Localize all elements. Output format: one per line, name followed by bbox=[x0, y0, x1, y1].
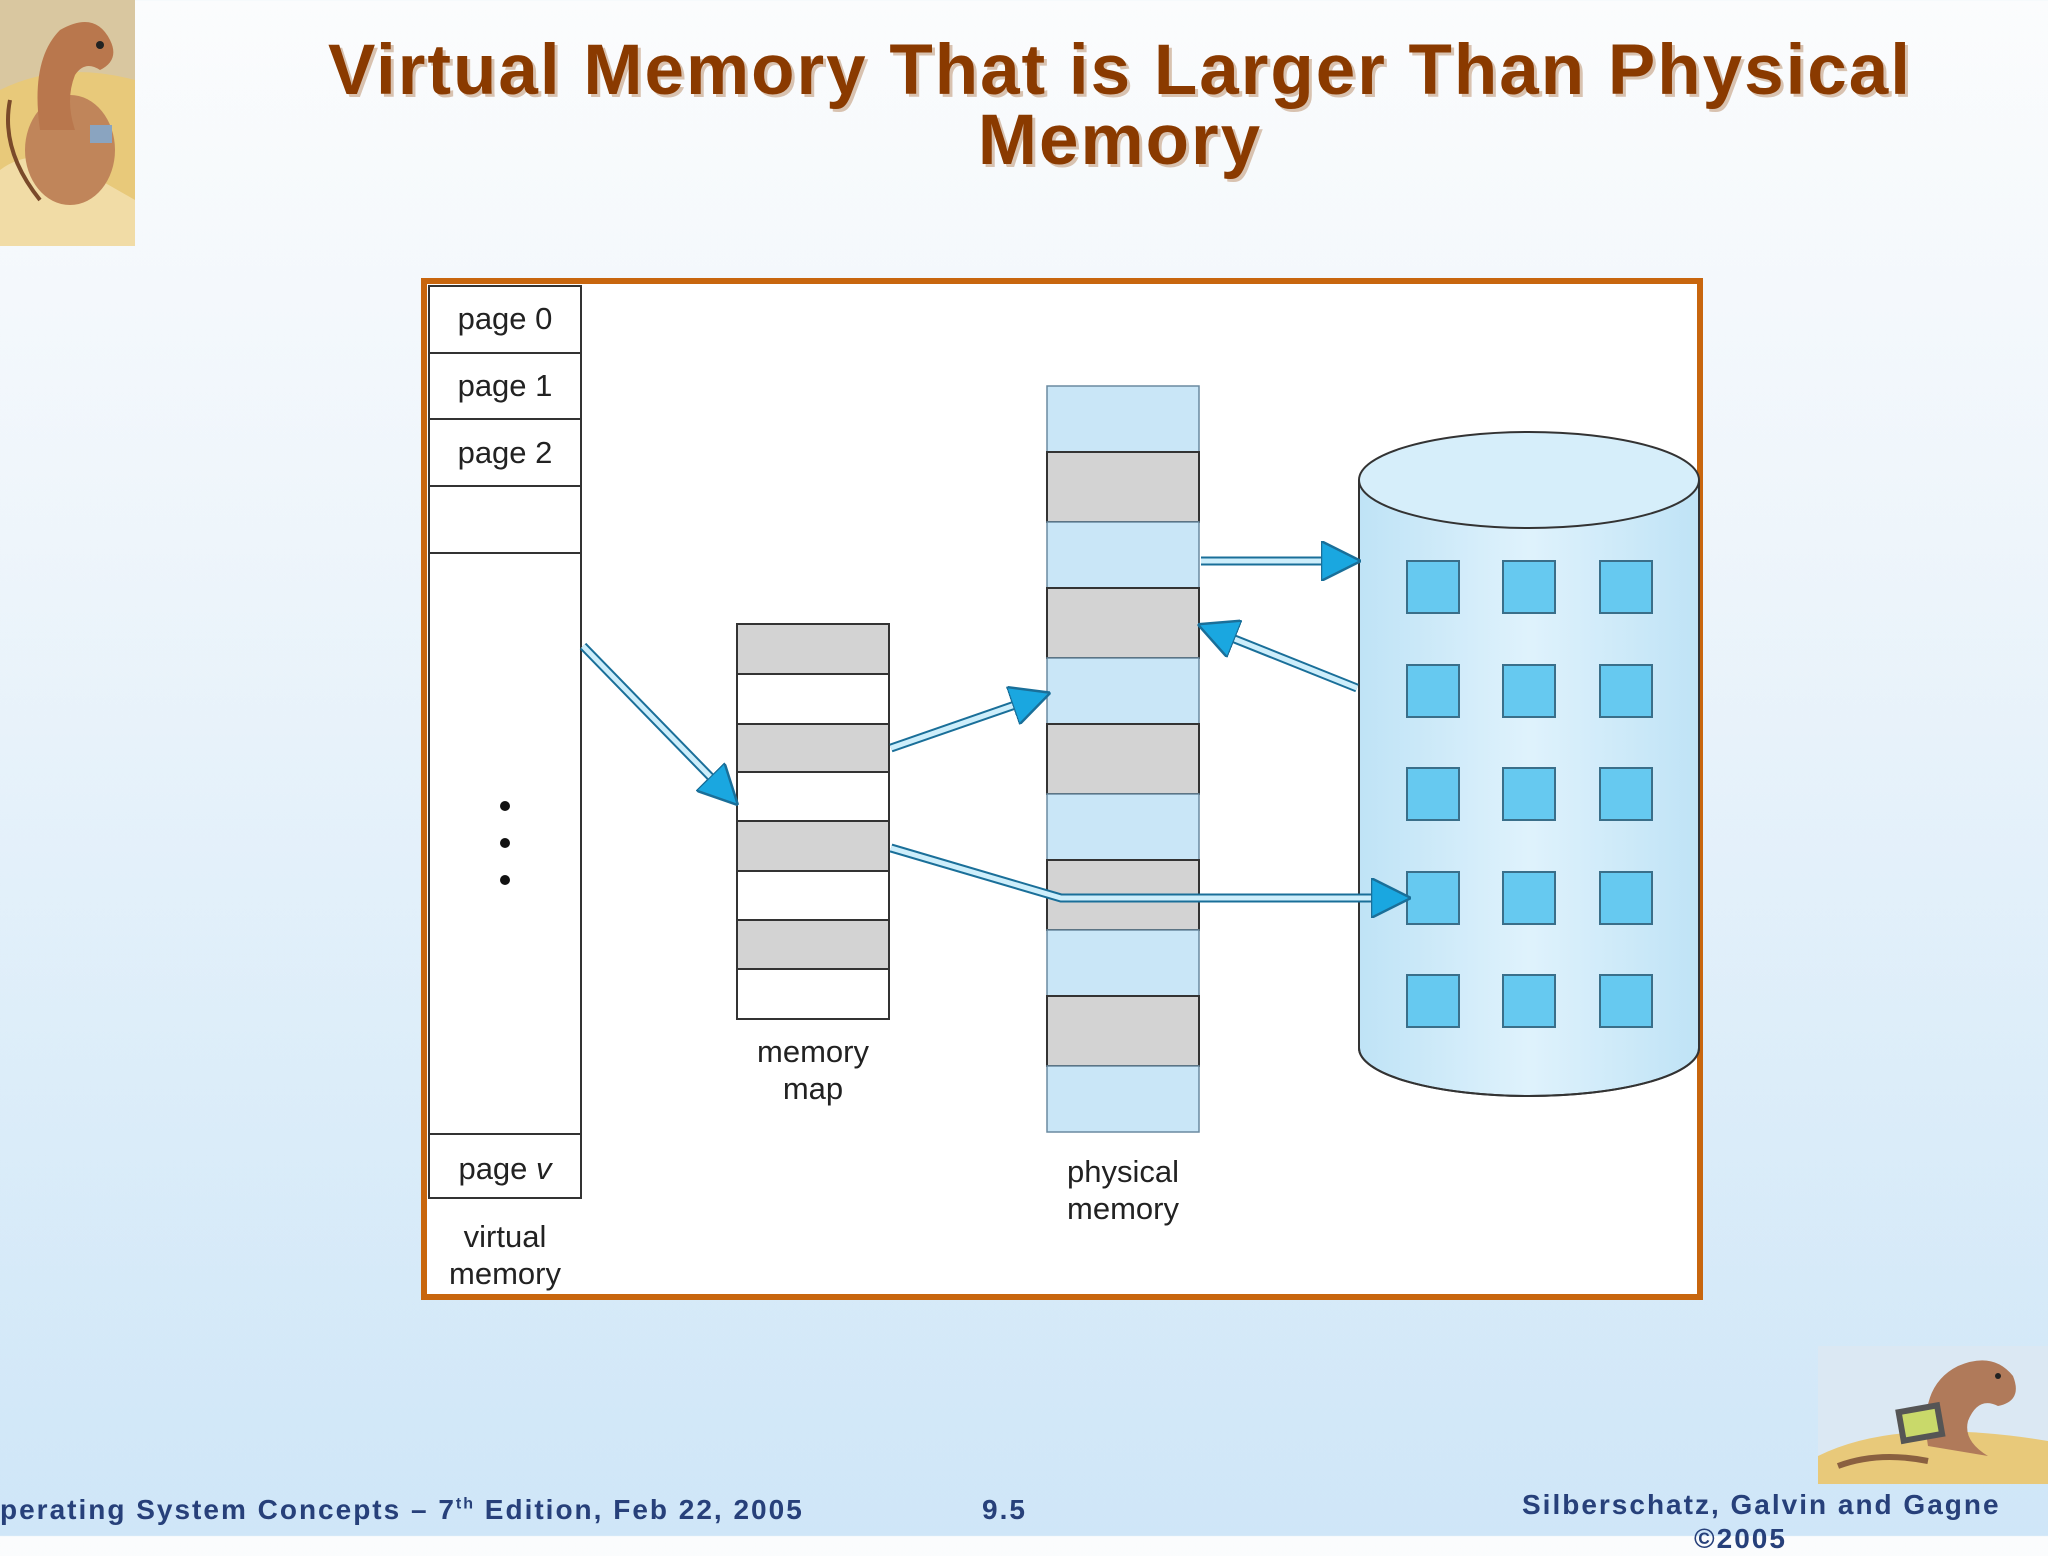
footer-authors: Silberschatz, Galvin and Gagne ©2005 bbox=[1522, 1488, 2022, 1554]
memory-map-label-line1: memory bbox=[757, 1034, 869, 1069]
virtual-memory-label-line2: memory bbox=[449, 1256, 561, 1291]
mapping-arrows bbox=[579, 561, 1401, 898]
footer-page-number: 9.5 bbox=[982, 1494, 1027, 1525]
virtual-page-0-label: page 0 bbox=[458, 301, 553, 336]
footer-book-title-text: perating System Concepts – 7 bbox=[0, 1494, 456, 1525]
arrow-map-to-physical bbox=[890, 696, 1041, 751]
virtual-memory-diagram: page 0 page 1 page 2 page v virtual memo… bbox=[428, 285, 1700, 1291]
physical-memory-column: physical memory bbox=[1046, 385, 1200, 1226]
virtual-page-v-label: page v bbox=[458, 1151, 553, 1186]
memory-map-column: memory map bbox=[736, 623, 890, 1106]
memory-map-label-line2: map bbox=[783, 1071, 843, 1106]
virtual-page-2-label: page 2 bbox=[458, 435, 553, 470]
arrow-disk-to-physical bbox=[1207, 628, 1358, 691]
slide-title: Virtual Memory That is Larger Than Physi… bbox=[327, 31, 1913, 180]
footer-book-title-rest: Edition, Feb 22, 2005 bbox=[475, 1494, 804, 1525]
ellipsis-dot bbox=[500, 875, 510, 885]
ellipsis-dot bbox=[500, 801, 510, 811]
footer-authors-line1: Silberschatz, Galvin and Gagne bbox=[1522, 1489, 2001, 1520]
physical-memory-label-line2: memory bbox=[1067, 1191, 1179, 1226]
arrow-map-to-disk bbox=[890, 845, 1401, 898]
disk-blocks bbox=[1406, 560, 1653, 1028]
physical-memory-label-line1: physical bbox=[1067, 1154, 1179, 1189]
virtual-memory-column: page 0 page 1 page 2 page v virtual memo… bbox=[428, 285, 582, 1291]
virtual-memory-label-line1: virtual bbox=[464, 1219, 547, 1254]
dinosaur-logo-bottom-right bbox=[1818, 1346, 2048, 1484]
dinosaur-logo-top-left bbox=[0, 0, 135, 246]
arrow-virtual-to-map bbox=[581, 644, 731, 798]
footer-edition-sup: th bbox=[455, 1495, 476, 1513]
footer-copyright: ©2005 bbox=[1694, 1523, 1787, 1554]
footer-book-title: perating System Concepts – 7th Edition, … bbox=[0, 1494, 804, 1526]
ellipsis-dot bbox=[500, 838, 510, 848]
virtual-page-1-label: page 1 bbox=[458, 368, 553, 403]
